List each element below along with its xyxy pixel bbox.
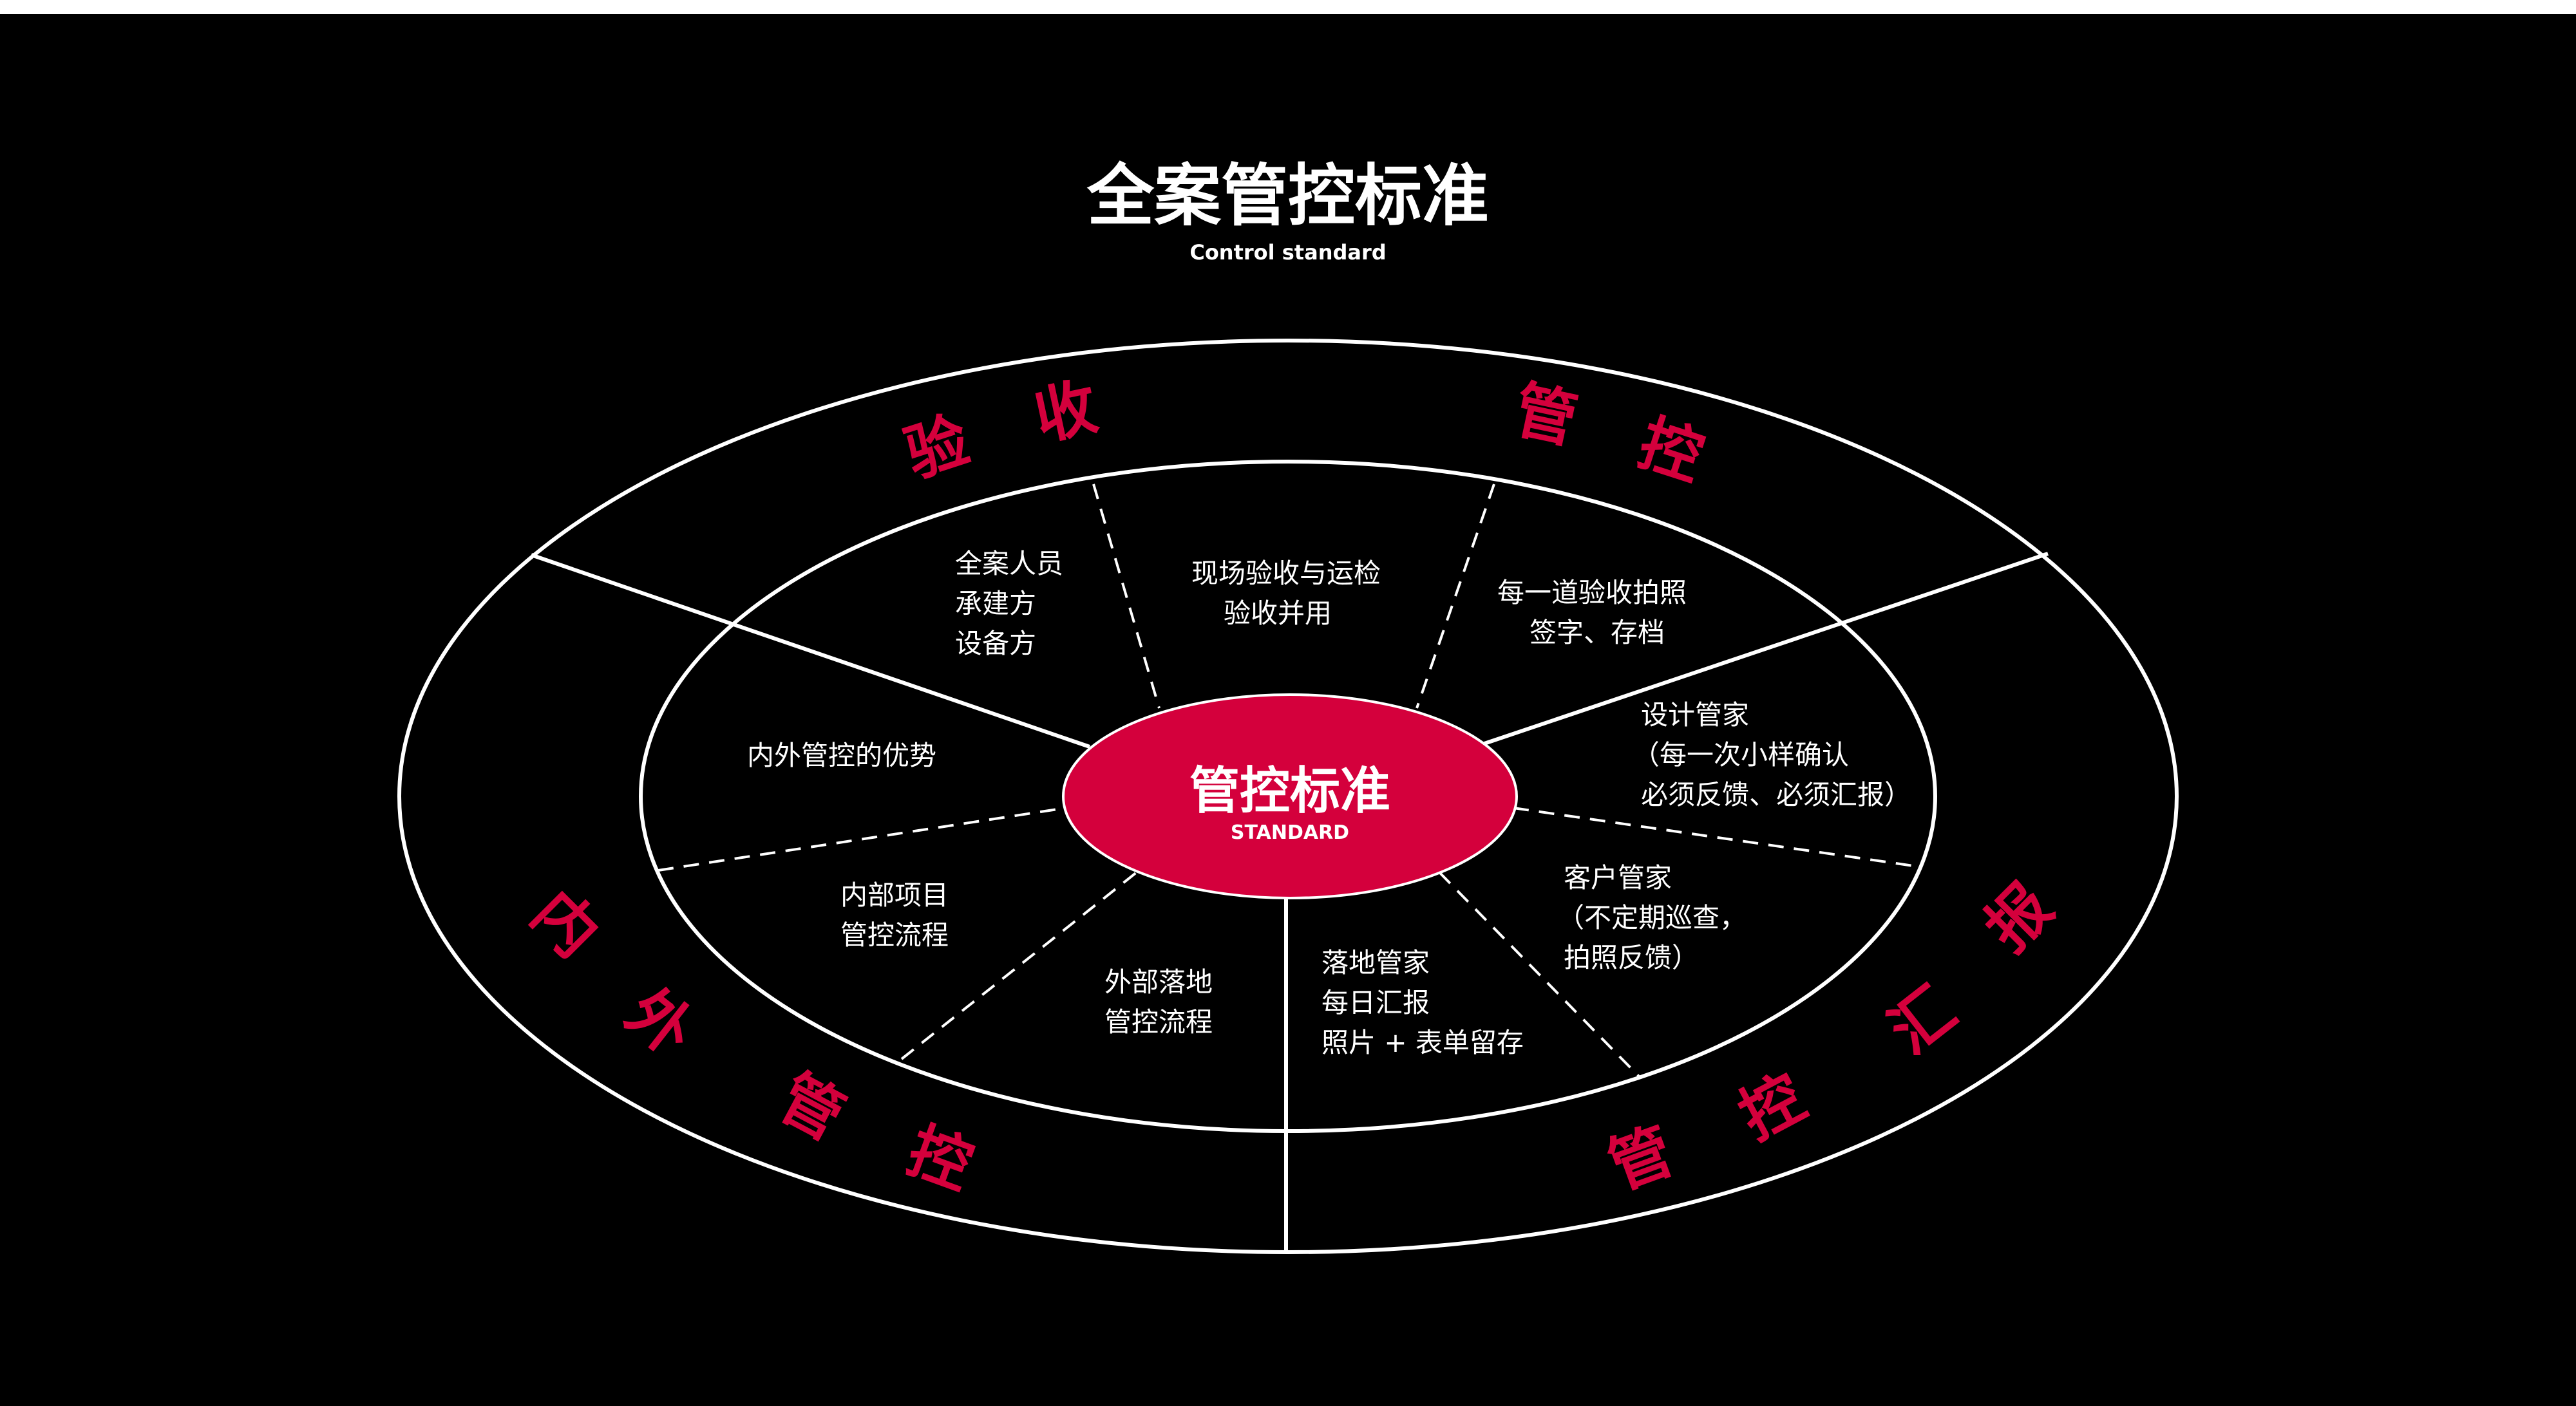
ring-label-acceptance-1: 验 [896, 404, 978, 491]
sector-customer-line-2: （不定期巡查， [1557, 902, 1747, 933]
ring-label-internal-3: 管 [767, 1061, 855, 1154]
page-subtitle: Control standard [1189, 240, 1386, 265]
sector-internal-line-2: 管控流程 [840, 919, 949, 951]
sector-internal-line-1: 内部项目 [840, 879, 949, 911]
sector-external-line-2: 管控流程 [1104, 1006, 1213, 1038]
center-title: 管控标准 [1189, 762, 1390, 820]
sector-all-staff-line-3: 设备方 [955, 628, 1036, 659]
sector-customer-line-1: 客户管家 [1564, 862, 1672, 894]
dash-bottom-right [1438, 871, 1640, 1078]
top-strip [0, 0, 2576, 14]
ring-label-report-1: 管 [1600, 1114, 1683, 1203]
sector-all-staff-line-2: 承建方 [955, 588, 1036, 619]
sector-all-staff-line-1: 全案人员 [955, 548, 1063, 579]
sector-onsite-line-1: 现场验收与运检 [1191, 558, 1381, 589]
sector-photo-line-2: 签字、存档 [1530, 617, 1665, 648]
ring-label-report-3: 汇 [1876, 973, 1969, 1067]
ring-label-control-1: 管 [1508, 373, 1583, 457]
dash-top-left [1092, 483, 1160, 709]
ring-label-acceptance-2: 收 [1028, 370, 1103, 454]
ring-label-control-2: 控 [1631, 407, 1712, 494]
ring-label-internal-4: 控 [899, 1114, 982, 1203]
sector-landing-line-3: 照片 + 表单留存 [1321, 1027, 1524, 1058]
sector-advantage-line-1: 内外管控的优势 [747, 740, 936, 771]
center-subtitle: STANDARD [1231, 821, 1349, 844]
sector-designer-line-1: 设计管家 [1641, 699, 1749, 731]
sector-onsite-line-2: 验收并用 [1224, 597, 1332, 629]
sector-customer-line-3: 拍照反馈） [1564, 942, 1699, 973]
ring-label-internal-2: 外 [614, 975, 707, 1069]
sector-designer-line-2: （每一次小样确认 [1633, 739, 1849, 771]
ring-label-internal-1: 内 [518, 876, 612, 971]
divider-right [1482, 552, 2049, 746]
divider-left [531, 553, 1090, 749]
sector-landing-line-2: 每日汇报 [1321, 987, 1430, 1018]
sector-photo-line-1: 每一道验收拍照 [1497, 577, 1687, 608]
ring-label-report-2: 控 [1728, 1061, 1816, 1154]
sector-landing-line-1: 落地管家 [1321, 947, 1430, 979]
dash-right [1513, 807, 1923, 868]
ring-label-report-4: 报 [1971, 870, 2066, 964]
sector-external-line-1: 外部落地 [1104, 966, 1213, 998]
page-title: 全案管控标准 [1086, 156, 1489, 235]
dash-left [658, 807, 1066, 872]
dash-top-right [1416, 483, 1495, 709]
center-ellipse [1062, 693, 1518, 899]
sector-designer-line-3: 必须反馈、必须汇报） [1641, 779, 1911, 811]
